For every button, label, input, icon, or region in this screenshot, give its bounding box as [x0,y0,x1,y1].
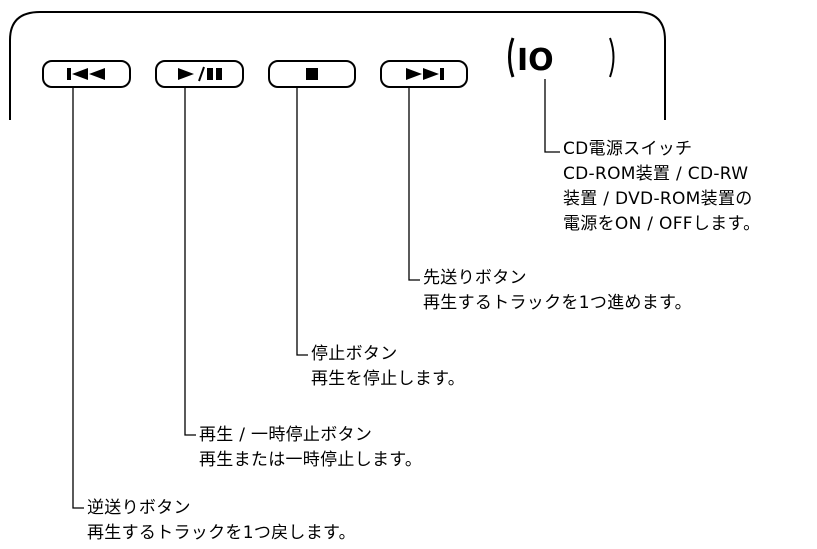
leader-line-prev [72,88,84,509]
stop-button[interactable] [268,60,356,88]
callout-text: 電源をON / OFFします。 [563,214,761,234]
leader-line-stop [296,88,308,356]
callout-power-switch: CD電源スイッチ CD-ROM装置 / CD-RW 装置 / DVD-ROM装置… [563,137,760,237]
callout-play-pause-button: 再生 / 一時停止ボタン 再生または一時停止します。 [199,423,422,473]
leader-line-power [544,79,560,153]
callout-stop-button: 停止ボタン 再生を停止します。 [311,342,465,392]
power-switch-label: IO [517,43,554,78]
callout-text: 装置 / DVD-ROM装置の [563,189,753,209]
cd-panel-outline [9,11,666,120]
callout-previous-button: 逆送りボタン 再生するトラックを1つ戻します。 [87,496,356,546]
callout-text: 再生するトラックを1つ戻します。 [87,523,356,543]
callout-text: 再生するトラックを1つ進めます。 [423,293,692,313]
next-track-button[interactable] [380,60,468,88]
callout-text: 再生または一時停止します。 [199,450,423,470]
previous-track-button[interactable] [42,60,131,88]
callout-text: CD-ROM装置 / CD-RW [563,164,749,184]
callout-title: 先送りボタン [423,268,527,288]
callout-title: 再生 / 一時停止ボタン [199,425,373,445]
callout-text: 再生を停止します。 [311,369,465,389]
play-pause-button[interactable] [155,60,244,88]
leader-line-next [408,88,420,281]
callout-title: CD電源スイッチ [563,139,693,159]
skip-back-icon [66,68,105,80]
callout-title: 逆送りボタン [87,498,191,518]
callout-next-button: 先送りボタン 再生するトラックを1つ進めます。 [423,266,692,316]
skip-forward-icon [406,68,444,80]
cd-power-switch[interactable]: IO [503,36,620,79]
callout-title: 停止ボタン [311,344,398,364]
stop-icon [306,68,318,80]
leader-line-play [184,88,196,436]
play-pause-icon [177,66,222,82]
